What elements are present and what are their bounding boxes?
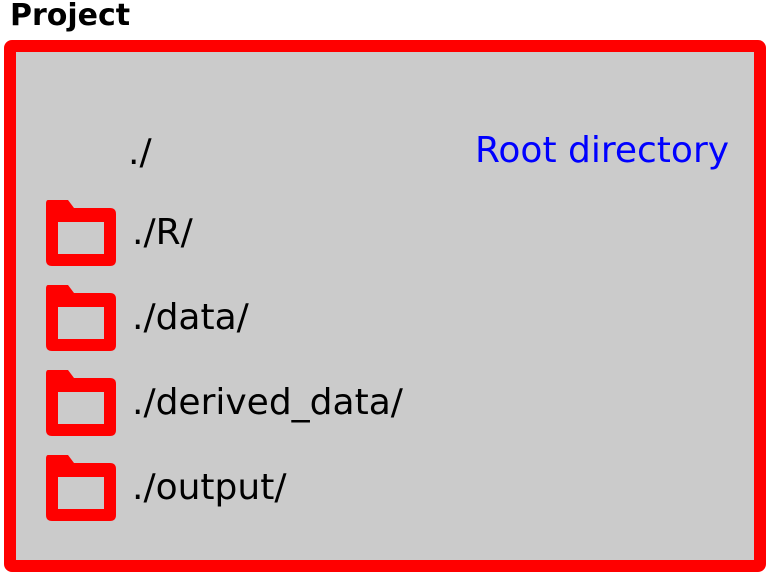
directory-row-derived-data: ./derived_data/ bbox=[44, 366, 544, 438]
root-directory-label: ./ bbox=[128, 132, 152, 173]
folder-icon bbox=[46, 370, 116, 436]
directory-label: ./derived_data/ bbox=[132, 382, 403, 423]
directory-row-r: ./R/ bbox=[44, 196, 544, 268]
directory-row-output: ./output/ bbox=[44, 451, 544, 523]
directory-label: ./output/ bbox=[132, 467, 287, 508]
directory-label: ./R/ bbox=[132, 212, 193, 253]
directory-row-data: ./data/ bbox=[44, 281, 544, 353]
folder-icon bbox=[46, 455, 116, 521]
directory-label: ./data/ bbox=[132, 297, 249, 338]
root-directory-annotation: Root directory bbox=[475, 130, 730, 171]
page-title: Project bbox=[10, 0, 131, 33]
project-container bbox=[4, 40, 766, 572]
folder-icon bbox=[46, 285, 116, 351]
folder-icon bbox=[46, 200, 116, 266]
